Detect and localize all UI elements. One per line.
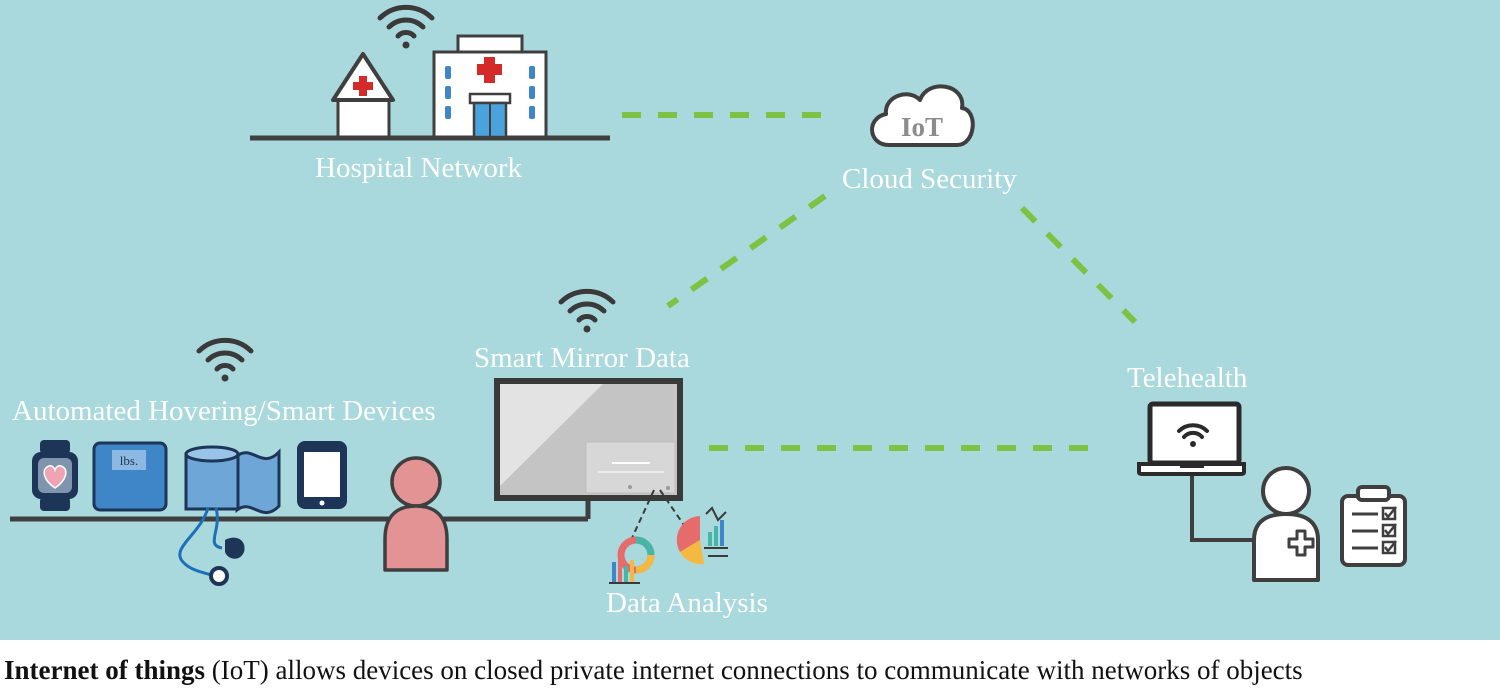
patient-person-icon: [383, 456, 449, 572]
tablet-icon: [297, 441, 347, 509]
data-analysis-label: Data Analysis: [606, 587, 768, 619]
laptop-doctor-cable: [1190, 476, 1253, 542]
hospital-network-group: [250, 7, 610, 141]
smart-devices-label: Automated Hovering/Smart Devices: [12, 395, 436, 427]
smart-mirror-data-label: Smart Mirror Data: [474, 342, 690, 374]
blood-pressure-cuff-icon: [178, 445, 281, 586]
doctor-person-icon: [1252, 466, 1320, 582]
cloud-iot-text: IoT: [901, 112, 943, 142]
telehealth-label: Telehealth: [1127, 362, 1248, 394]
telehealth-group: [1137, 401, 1407, 582]
devices-wifi-icon: [199, 340, 251, 381]
smart-devices-group: lbs.: [10, 340, 591, 586]
diagram-canvas: IoT lbs.: [10, 0, 1407, 586]
caption-text: (IoT) allows devices on closed private i…: [205, 655, 1303, 685]
mirror-wifi-icon: [561, 291, 613, 332]
figure-caption: Internet of things (IoT) allows devices …: [4, 648, 1494, 692]
smart-mirror-group: [494, 291, 691, 539]
smart-scale-icon: lbs.: [92, 441, 168, 512]
clinic-house-icon: [331, 52, 395, 139]
hospital-building-icon: [432, 34, 548, 139]
cloud-icon: IoT: [870, 84, 975, 147]
clipboard-checklist-icon: [1340, 485, 1407, 567]
cloud-security-label: Cloud Security: [842, 163, 1017, 195]
network-connectors: [622, 112, 1138, 451]
laptop-icon: [1137, 401, 1246, 476]
hospital-network-label: Hospital Network: [315, 152, 522, 184]
smartwatch-icon: [32, 440, 78, 511]
connector-cloud-telehealth: [1019, 205, 1138, 325]
data-analysis-charts-icon: [609, 506, 728, 584]
iot-diagram: IoT lbs.: [0, 0, 1500, 640]
hospital-wifi-icon: [380, 7, 432, 48]
connector-cloud-mirror: [666, 193, 827, 309]
scale-unit-text: lbs.: [120, 453, 138, 468]
caption-bold-term: Internet of things: [4, 655, 205, 685]
